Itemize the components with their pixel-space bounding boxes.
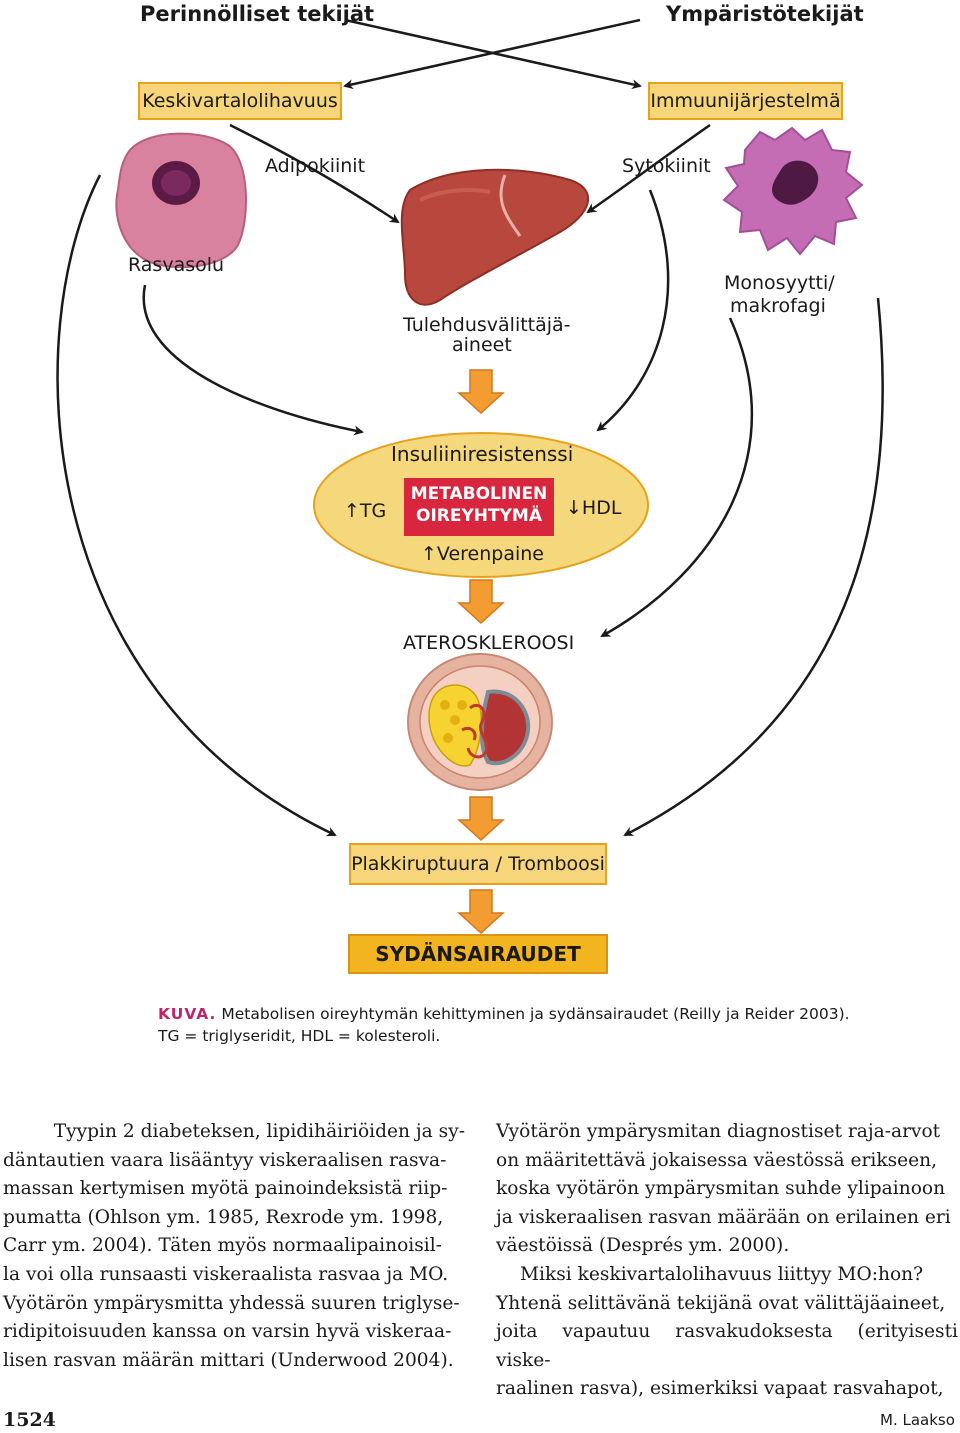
blood-pressure-label: Verenpaine [436,543,544,565]
cytokine-arrow [586,123,711,214]
body-line: Tyypin 2 diabeteksen, lipidihäiriöiden j… [53,1121,465,1142]
body-line: Yhtenä selittävänä tekijänä ovat välittä… [496,1292,946,1314]
monocyte-illustration [722,126,864,256]
cross-arrow-right-to-left [343,18,641,90]
body-line: massan kertymisen myötä painoindeksistä … [3,1178,448,1200]
monocyte-label-line2: makrofagi [730,295,826,317]
insulin-resistance-label: Insuliiniresistenssi [391,442,574,466]
arrow-down-icon: ↓ [566,497,582,519]
adipokines-label: Adipokiinit [265,155,366,177]
central-obesity-label: Keskivartalolihavuus [142,90,338,112]
body-line: joita vapautuu rasvakudoksesta (erityise… [496,1321,958,1371]
heart-disease-box: SYDÄNSAIRAUDET [348,934,608,974]
fat-cell-illustration [115,132,247,269]
body-line: on määritettävä jokaisessa väestössä eri… [496,1149,938,1171]
genetic-factors-title: Perinnölliset tekijät [140,2,375,26]
atherosclerosis-label: ATEROSKLEROOSI [403,632,575,654]
figure-caption-line1: KUVA. Metabolisen oireyhtymän kehittymin… [158,1005,850,1023]
metabolic-syndrome-line2: OIREYHTYMÄ [416,506,542,526]
body-line: la voi olla runsaasti viskeraalista rasv… [3,1263,449,1285]
inflammation-mediators-line1: Tulehdusvälittäjä- [403,314,571,336]
body-right-column: Vyötärön ympärysmitan diagnostiset raja-… [496,1118,958,1404]
inflammation-mediators-line2: aineet [452,334,512,356]
fat-cell-to-insulin-arrow [142,284,364,436]
fat-cell-to-plaque-arrow [56,174,337,837]
fat-cell-label: Rasvasolu [128,254,225,276]
body-line: pumatta (Ohlson ym. 1985, Rexrode ym. 19… [3,1206,444,1228]
body-line: koska vyötärön ympärysmitan suhde ylipai… [496,1178,946,1200]
monocyte-to-insulin-arrow [596,189,670,432]
plaque-rupture-box: Plakkiruptuura / Tromboosi [349,843,607,885]
plaque-rupture-label: Plakkiruptuura / Tromboosi [351,853,605,875]
hdl-label: HDL [581,497,622,519]
body-line: väestöissä (Després ym. 2000). [496,1235,790,1257]
arrow-up-icon: ↑ [421,543,437,565]
body-line: Miksi keskivartalolihavuus liittyy MO:ho… [520,1263,924,1285]
body-line: ja viskeraalisen rasvan määrään on erila… [496,1206,951,1228]
arrow-up-icon: ↑ [344,500,360,522]
tg-indicator: ↑TG [344,500,386,522]
central-obesity-box: Keskivartalolihavuus [138,82,342,120]
orange-arrow-2 [457,579,505,625]
cytokines-label: Sytokiinit [622,155,711,177]
orange-arrow-4 [457,889,505,935]
metabolic-syndrome-box [404,478,554,536]
immune-system-box: Immuunijärjestelmä [648,82,843,120]
adipokine-arrow [229,123,400,224]
body-line: Vyötärön ympärysmitan diagnostiset raja-… [496,1121,941,1142]
immune-system-label: Immuunijärjestelmä [650,90,841,112]
body-line: ridipitoisuuden kanssa on varsin hyvä vi… [3,1321,452,1343]
orange-arrow-3 [457,796,505,842]
orange-arrow-1 [457,369,505,415]
author-name: M. Laakso [880,1411,955,1429]
hdl-indicator: ↓HDL [566,497,621,519]
monocyte-label-line1: Monosyytti/ [724,272,835,294]
page-number: 1524 [3,1409,56,1431]
caption-text-line2: TG = triglyseridit, HDL = kolesteroli. [158,1027,441,1045]
caption-text-line1: Metabolisen oireyhtymän kehittyminen ja … [221,1005,850,1023]
monocyte-to-atherosclerosis-arrow [600,317,754,638]
body-line: raalinen rasva), esimerkiksi vapaat rasv… [496,1378,944,1400]
diagram-graphics [56,18,884,935]
artery-illustration [407,653,553,791]
body-line: lisen rasvan määrän mittari (Underwood 2… [3,1349,454,1371]
metabolic-syndrome-line1: METABOLINEN [410,484,548,504]
caption-prefix: KUVA. [158,1005,217,1023]
tg-label: TG [359,500,387,522]
body-left-column: Tyypin 2 diabeteksen, lipidihäiriöiden j… [3,1118,465,1375]
blood-pressure-indicator: ↑Verenpaine [421,543,544,565]
heart-disease-label: SYDÄNSAIRAUDET [375,942,581,966]
monocyte-to-plaque-arrow [623,297,884,837]
liver-illustration [400,168,590,306]
body-line: Carr ym. 2004). Täten myös normaalipaino… [3,1235,442,1257]
environmental-factors-title: Ympäristötekijät [666,2,864,26]
body-line: däntautien vaara lisääntyy viskeraalisen… [3,1149,447,1171]
body-line: Vyötärön ympärysmitta yhdessä suuren tri… [3,1292,460,1314]
